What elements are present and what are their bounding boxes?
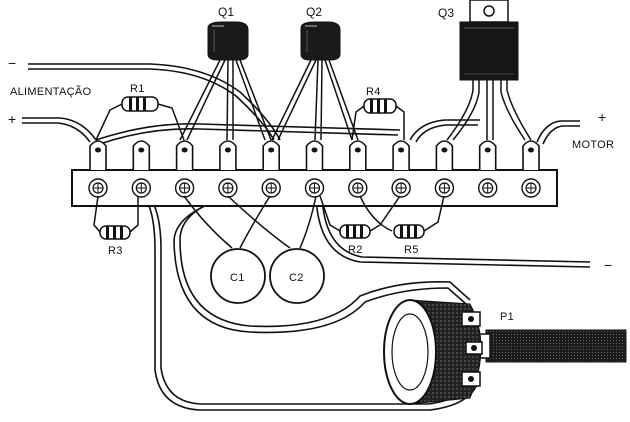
terminal [478,140,498,198]
c2-label: C2 [289,272,304,284]
return-minus-label: − [604,257,612,273]
r2-resistor [319,195,401,239]
motor-label: MOTOR [572,139,614,151]
q2-transistor [300,21,341,61]
terminal [304,140,325,198]
r3-label: R3 [108,245,123,257]
q1-label: Q1 [218,5,234,19]
q1-leads [179,59,272,141]
supply-minus-label: − [8,55,16,71]
terminal [88,140,108,198]
terminal [131,140,152,198]
terminal [391,140,411,198]
r4-label: R4 [366,86,381,98]
q1-transistor [207,21,249,61]
r2-label: R2 [348,244,363,256]
motor-output-wire [409,119,580,145]
q3-label: Q3 [438,6,454,20]
r5-resistor [359,195,445,239]
r4-resistor [351,98,405,141]
c1-capacitor [210,248,266,304]
terminal [521,140,541,198]
q3-transistor [459,0,519,81]
r5-label: R5 [404,244,419,256]
r3-resistor [93,195,139,240]
motor-plus-label: + [598,109,606,125]
bus-wire [95,123,401,145]
supply-label: ALIMENTAÇÃO [10,85,91,98]
supply-plus-label: + [8,111,16,127]
c2-capacitor [269,248,325,304]
supply-positive-wire [22,117,97,143]
r1-label: R1 [130,83,145,95]
q3-leads [446,80,532,141]
return-negative-wire [315,194,591,268]
q2-label: Q2 [306,5,322,19]
terminal [261,140,281,198]
terminal-group [88,140,541,198]
c2-leads [227,195,317,249]
r1-resistor [95,96,185,141]
terminal [218,140,238,198]
terminal [348,140,368,198]
p1-potentiometer [383,299,627,405]
c1-label: C1 [230,272,245,284]
terminal [434,140,455,198]
c1-leads [183,195,271,249]
terminal [174,140,195,198]
q2-leads [271,59,359,141]
p1-label: P1 [500,311,514,323]
